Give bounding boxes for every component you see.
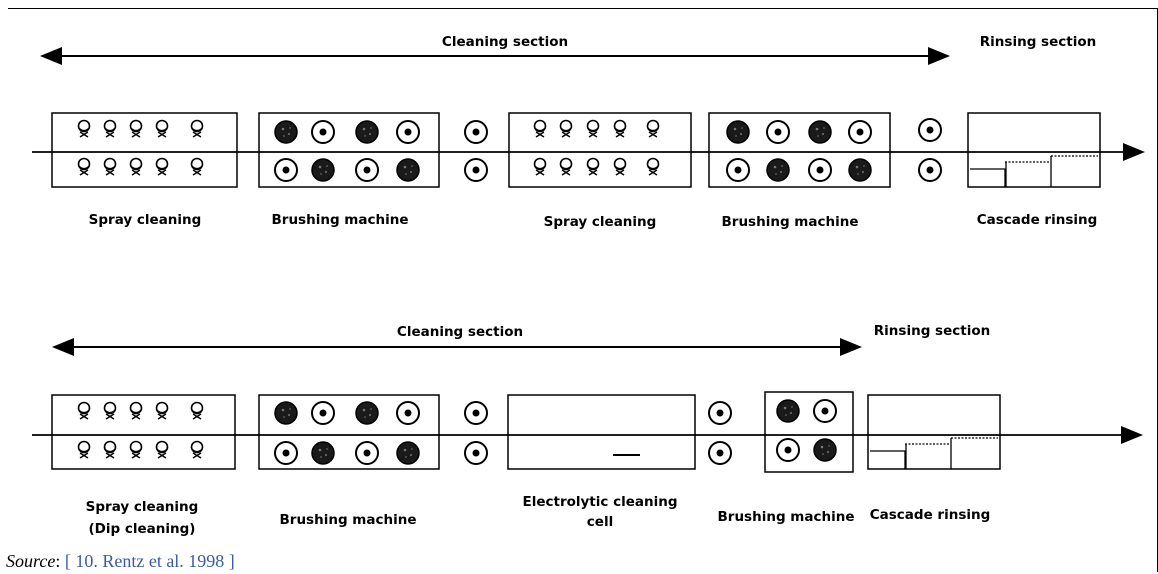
cleaning-section-label: Cleaning section xyxy=(442,34,568,50)
cascade-rinsing-label-2: Cascade rinsing xyxy=(870,507,991,523)
cleaning-section-arrow-2 xyxy=(52,338,862,356)
guide-rollers-2 xyxy=(918,118,942,182)
source-link[interactable]: [ 10. Rentz et al. 1998 ] xyxy=(64,551,235,571)
brushing-machine-unit xyxy=(258,112,440,188)
cleaning-section-label-2: Cleaning section xyxy=(397,324,523,340)
brushing-machine-label-4: Brushing machine xyxy=(718,509,855,525)
brushing-machine-unit-3 xyxy=(258,394,440,470)
diagram-1: Cleaning section Rinsing section xyxy=(32,34,1145,230)
electrolytic-cell-label-line2: cell xyxy=(587,514,613,530)
spray-cleaning-label-2: Spray cleaning xyxy=(544,214,657,230)
brushing-machine-label-2: Brushing machine xyxy=(722,214,859,230)
spray-cleaning-label: Spray cleaning xyxy=(89,212,202,228)
cascade-rinsing-unit xyxy=(967,112,1101,188)
electrolytic-cell-unit xyxy=(507,394,696,470)
spray-cleaning-unit-2 xyxy=(508,112,692,188)
cleaning-section-arrow xyxy=(40,47,950,65)
brushing-machine-unit-2 xyxy=(708,112,891,188)
source-separator: : xyxy=(55,551,65,571)
brushing-machine-label-3: Brushing machine xyxy=(280,512,417,528)
strip-line-2 xyxy=(32,426,1143,444)
electrolytic-cell-label-line1: Electrolytic cleaning xyxy=(522,494,677,510)
source-citation: Source: [ 10. Rentz et al. 1998 ] xyxy=(6,551,235,572)
diagram-2: Cleaning section Rinsing section xyxy=(32,323,1143,537)
guide-rollers xyxy=(464,120,488,182)
dip-cleaning-label: (Dip cleaning) xyxy=(89,521,196,537)
cascade-rinsing-unit-2 xyxy=(867,394,1001,470)
cascade-rinsing-label: Cascade rinsing xyxy=(977,212,1098,228)
rinsing-section-label-2: Rinsing section xyxy=(874,323,990,339)
spray-cleaning-unit xyxy=(51,112,238,188)
rinsing-section-label: Rinsing section xyxy=(980,34,1096,50)
source-label: Source xyxy=(6,551,56,571)
brushing-machine-unit-4 xyxy=(764,391,854,473)
guide-rollers-4 xyxy=(708,401,732,465)
guide-rollers-3 xyxy=(464,401,488,465)
strip-line xyxy=(32,143,1145,161)
spray-dip-cleaning-unit xyxy=(51,394,236,470)
spray-cleaning-label-3: Spray cleaning xyxy=(86,499,199,515)
brushing-machine-label: Brushing machine xyxy=(272,212,409,228)
